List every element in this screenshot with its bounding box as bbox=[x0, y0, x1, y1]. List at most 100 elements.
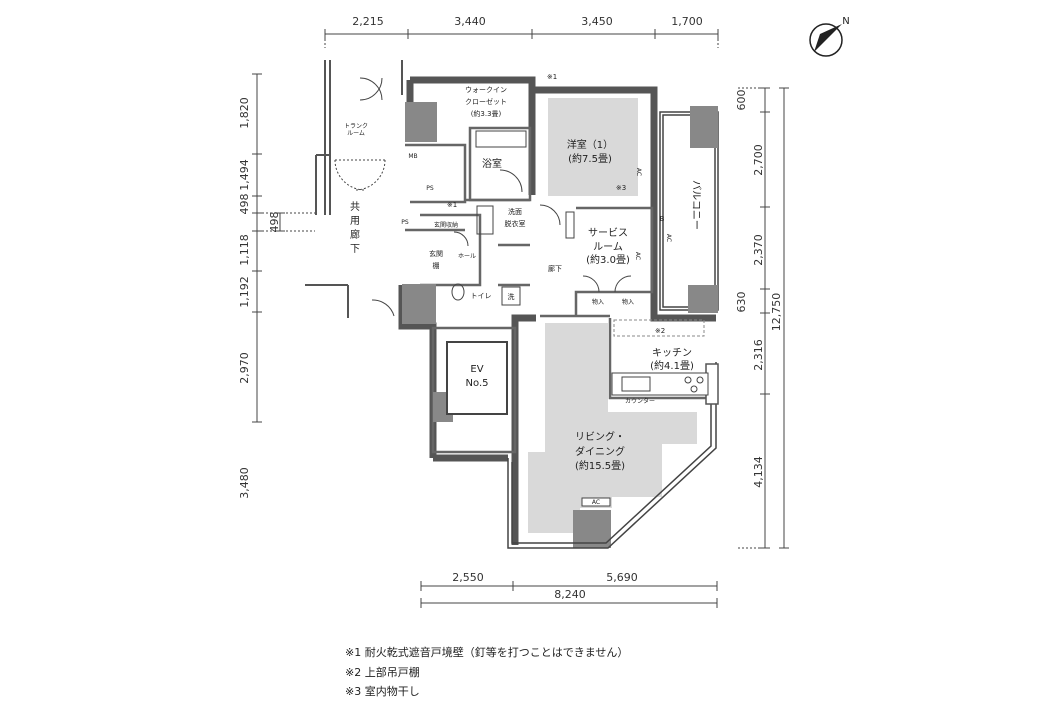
column-1 bbox=[405, 102, 437, 142]
compass-icon bbox=[809, 23, 843, 57]
dim-left-4: 1,118 bbox=[238, 234, 251, 266]
living-label-1: リビング・ bbox=[575, 430, 625, 443]
upper-cabinet-outline bbox=[613, 319, 705, 337]
entrance-label-1: 玄関 bbox=[429, 249, 443, 258]
hall-label: ホール bbox=[458, 253, 476, 260]
ac-label-3: AC bbox=[665, 234, 672, 242]
dim-left-5: 1,192 bbox=[238, 276, 251, 308]
dim-left-3: 498 bbox=[238, 194, 251, 215]
elevator-shaft bbox=[446, 341, 508, 415]
burner-3 bbox=[690, 385, 698, 393]
inner-walls bbox=[405, 126, 712, 454]
ac-label-2: AC bbox=[634, 252, 641, 260]
living-outer-wall bbox=[507, 362, 717, 549]
storage-label-1: 物入 bbox=[592, 298, 604, 306]
dim-right-1: 600 bbox=[735, 90, 748, 111]
shared-corridor-2: 用 bbox=[350, 216, 360, 227]
dim-right-2: 2,700 bbox=[752, 144, 765, 176]
corridor-label: 廊下 bbox=[548, 264, 562, 273]
bath-label: 浴室 bbox=[482, 157, 502, 170]
mb-label: MB bbox=[408, 153, 417, 160]
dim-bottom-1: 2,550 bbox=[452, 571, 484, 584]
dim-top-1: 2,215 bbox=[352, 15, 384, 28]
service-room-label-2: ルーム bbox=[593, 241, 623, 253]
left-dimension-line bbox=[252, 73, 315, 423]
dim-bottom-2: 5,690 bbox=[606, 571, 638, 584]
marker-2: ※2 bbox=[655, 327, 665, 335]
dim-top-2: 3,440 bbox=[454, 15, 486, 28]
dim-right-6: 4,134 bbox=[752, 456, 765, 488]
note-3: ※3 室内物干し bbox=[345, 685, 420, 698]
vanity bbox=[476, 205, 494, 235]
ac-label-4: AC bbox=[592, 499, 600, 506]
living-label-2: ダイニング bbox=[575, 445, 625, 458]
dim-left-outer: 498 bbox=[268, 212, 281, 233]
column-2 bbox=[402, 284, 436, 324]
dim-right-3: 2,370 bbox=[752, 234, 765, 266]
ac-label-1: AC bbox=[635, 168, 642, 176]
dim-top-3: 3,450 bbox=[581, 15, 613, 28]
walkin-closet-label-1: ウォークイン bbox=[465, 86, 507, 94]
balcony-pillar-top bbox=[690, 106, 718, 148]
marker-3: ※3 bbox=[616, 184, 626, 192]
toilet-label: トイレ bbox=[471, 292, 492, 300]
bathtub bbox=[475, 130, 527, 148]
right-dimension-line bbox=[738, 87, 789, 549]
b-mark-label: B bbox=[660, 215, 665, 223]
column-4 bbox=[573, 510, 611, 548]
dim-top-4: 1,700 bbox=[671, 15, 703, 28]
dim-right-total: 12,750 bbox=[770, 293, 783, 332]
shared-corridor-walls bbox=[305, 60, 403, 318]
dim-right-4: 630 bbox=[735, 292, 748, 313]
storage-label-2: 物入 bbox=[622, 298, 634, 306]
burner-1 bbox=[684, 376, 692, 384]
washroom-label-1: 洗面 bbox=[508, 207, 522, 216]
bottom-dimension-line bbox=[420, 581, 718, 608]
trunk-room-label-1: トランク bbox=[344, 123, 368, 130]
burner-2 bbox=[696, 376, 704, 384]
dim-left-1: 1,820 bbox=[238, 97, 251, 129]
washroom-label-2: 脱衣室 bbox=[505, 219, 526, 228]
ps-label-2: PS bbox=[401, 219, 409, 226]
trunk-room-doors bbox=[334, 77, 395, 317]
marker-1-side: ※1 bbox=[447, 201, 457, 209]
dim-left-2: 1,494 bbox=[238, 159, 251, 191]
service-room-doors bbox=[453, 204, 632, 293]
walkin-closet-area: (約3.3畳) bbox=[471, 109, 502, 118]
service-wall-storage bbox=[565, 211, 575, 239]
western-room-name: 洋室（1） bbox=[567, 138, 613, 151]
walkin-closet-label-2: クローゼット bbox=[465, 97, 507, 106]
note-1: ※1 耐火乾式遮音戸境壁（釘等を打つことはできません） bbox=[345, 646, 629, 659]
marker-1-top: ※1 bbox=[547, 73, 557, 81]
dim-right-5: 2,316 bbox=[752, 339, 765, 371]
western-room-floor bbox=[548, 98, 638, 196]
kitchen-sink bbox=[621, 376, 651, 392]
washer-space bbox=[501, 286, 521, 306]
note-2: ※2 上部吊戸棚 bbox=[345, 666, 420, 679]
dim-left-6: 2,970 bbox=[238, 352, 251, 384]
western-room-area: (約7.5畳) bbox=[568, 152, 612, 165]
balcony-label: バルコニー bbox=[690, 180, 702, 230]
shared-corridor-3: 廊 bbox=[350, 228, 360, 241]
ac-unit-living bbox=[581, 497, 611, 507]
trunk-room-label-2: ルーム bbox=[347, 130, 365, 137]
kitchen-counter bbox=[611, 372, 709, 396]
dim-left-7: 3,480 bbox=[238, 467, 251, 499]
service-room-label-1: サービス bbox=[588, 227, 628, 239]
ps-label-1: PS bbox=[426, 185, 434, 192]
service-room-area: (約3.0畳) bbox=[586, 253, 630, 266]
shared-corridor-1: 共 bbox=[350, 201, 360, 213]
kitchen-area: (約4.1畳) bbox=[650, 359, 694, 372]
wash-label: 洗 bbox=[508, 292, 515, 301]
bath-door bbox=[499, 169, 523, 193]
dim-bottom-total: 8,240 bbox=[554, 588, 586, 601]
ev-label-1: EV bbox=[470, 364, 483, 375]
kitchen-label: キッチン bbox=[652, 347, 692, 359]
ev-label-2: No.5 bbox=[466, 378, 489, 389]
toilet-fixture bbox=[451, 283, 465, 301]
counter-label: カウンター bbox=[625, 397, 655, 405]
shared-corridor-4: 下 bbox=[350, 244, 360, 255]
compass-north-label: N bbox=[842, 16, 849, 27]
living-dining-floor bbox=[528, 323, 697, 533]
